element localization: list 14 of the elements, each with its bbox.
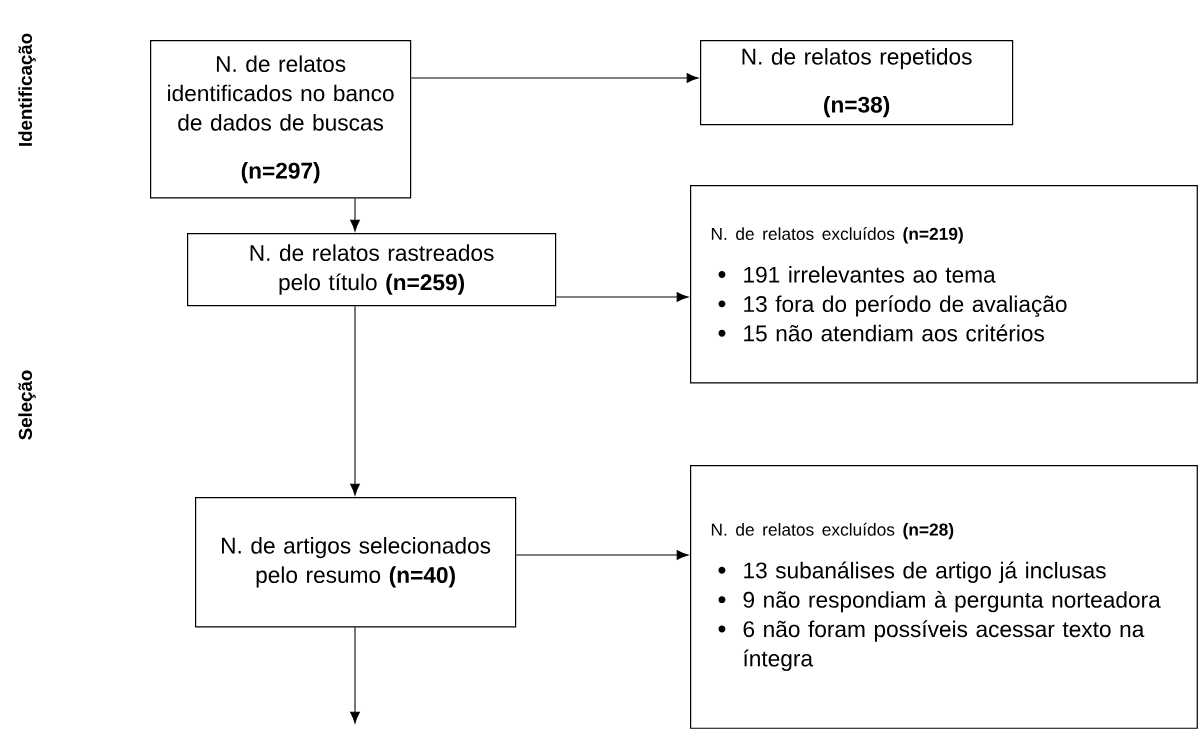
stage-label: Identificação xyxy=(18,33,36,146)
process-box: N. de relatos rastreados pelo título (n=259) xyxy=(187,233,557,307)
stage-label: Seleção xyxy=(18,370,36,440)
arrow xyxy=(555,292,689,302)
arrow xyxy=(350,627,360,724)
arrow xyxy=(410,73,699,83)
process-box: N. de relatos repetidos (n=38) xyxy=(700,40,1014,126)
arrow xyxy=(350,305,360,496)
process-box: N. de artigos selecionados pelo resumo (n=40) xyxy=(195,497,517,628)
process-box: N. de relatos identificados no banco de dados de buscas (n=297) xyxy=(150,40,412,199)
arrow xyxy=(515,550,689,560)
arrow xyxy=(350,198,360,232)
process-box: N. de relatos excluídos (n=28) 13 subanálises de artigo já inclusas 9 não respondiam à pergunta norteadora 6 não foram possíveis acessar texto na íntegra xyxy=(690,465,1198,729)
process-box: N. de relatos excluídos (n=219) 191 irrelevantes ao tema 13 fora do período de avaliação 15 não atendiam aos critérios xyxy=(690,185,1198,384)
